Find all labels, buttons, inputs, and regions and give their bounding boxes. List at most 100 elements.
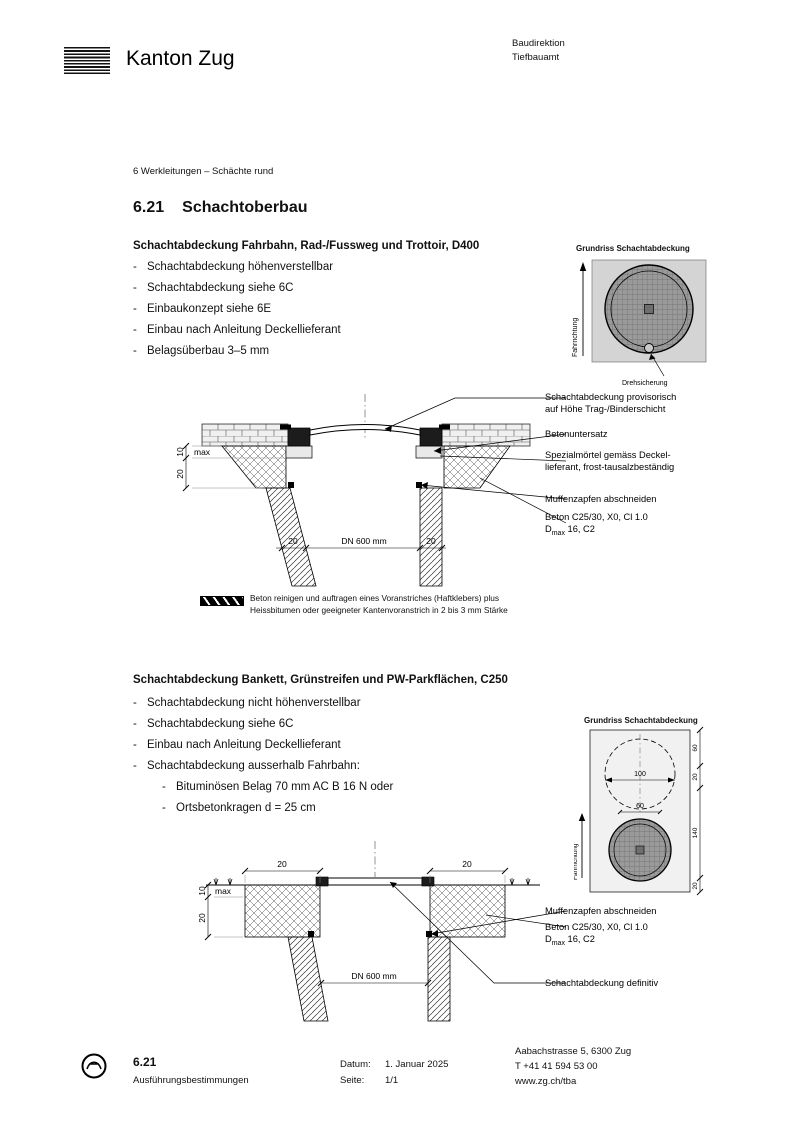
bullet-text: Einbau nach Anleitung Deckellieferant (147, 739, 341, 751)
plan2-dim-100 (605, 777, 675, 783)
bullet-text: Bituminösen Belag 70 mm AC B 16 N oder (176, 781, 394, 793)
plan2-dim-right-bottom: 20 (692, 882, 699, 890)
concrete-blocks (244, 884, 506, 938)
callout-leaders (389, 881, 567, 984)
plan2-right-dim-chain (696, 726, 704, 896)
plan2-dim-right-top: 60 (692, 744, 699, 752)
legend: Beton reinigen und auftragen eines Voran… (250, 593, 508, 616)
plan1-lock-leader (649, 353, 665, 377)
legend-hatch-icon (200, 596, 244, 606)
section2-bullets: Schachtabdeckung nicht höhenverstellbar … (133, 693, 361, 777)
footer-web: www.zg.ch/tba (515, 1076, 577, 1087)
plan2-dim-right-lower: 140 (692, 827, 699, 838)
callout-leaders (384, 397, 567, 524)
bullet-text: Schachtabdeckung siehe 6C (147, 718, 294, 730)
plan1-direction-label: Fahrrichtung (572, 318, 579, 357)
list-item: Einbaukonzept siehe 6E (133, 299, 341, 320)
list-item: Schachtabdeckung nicht höhenverstellbar (133, 693, 361, 714)
footer-page-label: Seite: (340, 1075, 365, 1086)
callout-line: Spezialmörtel gemäss Deckel- (545, 450, 671, 460)
callout-beton-spec-2: Beton C25/30, X0, Cl 1.0 Dmax 16, C2 (545, 922, 745, 949)
spec-sub: max (551, 939, 565, 947)
list-item: Belagsüberbau 3–5 mm (133, 341, 341, 362)
legend-line: Beton reinigen und auftragen eines Voran… (250, 593, 500, 603)
footer-address: Aabachstrasse 5, 6300 Zug (515, 1046, 632, 1057)
list-item: Schachtabdeckung ausserhalb Fahrbahn: (133, 756, 361, 777)
plan2-dim-horizontal-mid: 60 (636, 803, 644, 810)
dept-line-2: Tiefbauamt (512, 51, 560, 63)
cover-frame (315, 876, 435, 887)
footer-address-block: Aabachstrasse 5, 6300 Zug T +41 41 594 5… (515, 1044, 631, 1089)
callout-line: Beton C25/30, X0, Cl 1.0 (545, 512, 648, 522)
kanton-zug-logo (64, 47, 110, 74)
vertical-dim-chain (204, 881, 243, 941)
asphalt-layers (201, 423, 531, 447)
callout-line: Schachtabdeckung definitiv (545, 978, 659, 988)
spec-post: 16, C2 (564, 933, 595, 944)
spec-sub: max (551, 529, 565, 537)
top-dims (241, 867, 509, 883)
callout-line: Schachtabdeckung provisorisch (545, 392, 677, 402)
shaft-walls (287, 931, 451, 1022)
spec-post: 16, C2 (564, 523, 595, 534)
callout-muffenzapfen-2: Muffenzapfen abschneiden (545, 906, 745, 918)
dept-line-1: Baudirektion (512, 38, 565, 49)
list-item: Einbau nach Anleitung Deckellieferant (133, 320, 341, 341)
footer-doc-number: 6.21 (133, 1055, 157, 1069)
callout-line: Muffenzapfen abschneiden (545, 494, 657, 504)
dim-v2: 20 (197, 913, 207, 923)
callout-line: lieferant, frost-tausalzbeständig (545, 461, 675, 472)
plan1-title: Grundriss Schachtabdeckung (576, 244, 690, 253)
list-item: Schachtabdeckung höhenverstellbar (133, 257, 341, 278)
list-item: Ortsbetonkragen d = 25 cm (162, 798, 393, 819)
list-item: Bituminösen Belag 70 mm AC B 16 N oder (162, 777, 393, 798)
footer-doc-type: Ausführungsbestimmungen (133, 1075, 249, 1086)
list-item: Einbau nach Anleitung Deckellieferant (133, 735, 361, 756)
cross-section-drawing-1: 10 max 20 20 DN 600 mm 20 (175, 394, 567, 587)
section2-heading: Schachtabdeckung Bankett, Grünstreifen u… (133, 674, 508, 686)
spec-pre: D (545, 523, 552, 534)
dim-top-right: 20 (462, 859, 472, 869)
plan1-lock-label: Drehsicherung (622, 380, 668, 387)
callout-betonuntersatz: Betonuntersatz (545, 429, 745, 441)
callout-line: Beton C25/30, X0, Cl 1.0 (545, 922, 648, 932)
dim-top-left: 20 (277, 859, 287, 869)
dn-dim (317, 979, 432, 987)
footer-logo-icon (81, 1053, 107, 1079)
shaft-walls (265, 482, 443, 587)
dim-center: DN 600 mm (351, 971, 396, 981)
cross-section-drawing-2: 20 20 10 max 20 DN 600 mm (197, 841, 567, 1022)
bullet-text: Ortsbetonkragen d = 25 cm (176, 802, 316, 814)
breadcrumb: 6 Werkleitungen – Schächte rund (133, 166, 274, 177)
footer-date-value: 1. Januar 2025 (385, 1059, 449, 1070)
org-title: Kanton Zug (126, 47, 235, 70)
plan-drawing-2: 100 60 60 20 140 20 Fahrrichtung (574, 726, 704, 896)
dim-v1-label: max (215, 886, 232, 896)
callout-beton-spec: Beton C25/30, X0, Cl 1.0 Dmax 16, C2 (545, 512, 745, 539)
concrete-spec-line: Dmax 16, C2 (545, 934, 745, 949)
section1-heading: Schachtabdeckung Fahrbahn, Rad-/Fussweg … (133, 240, 480, 252)
dim-v2: 20 (175, 469, 185, 479)
dim-right: 20 (426, 536, 436, 546)
footer-phone: T +41 41 594 53 00 (515, 1061, 598, 1072)
callout-provisorisch: Schachtabdeckung provisorisch auf Höhe T… (545, 392, 745, 415)
concrete-masses (221, 445, 511, 489)
plan1-shapes (591, 259, 707, 363)
plan2-direction-label: Fahrrichtung (574, 843, 579, 880)
dim-v1-label: max (194, 447, 211, 457)
bullet-text: Schachtabdeckung siehe 6C (147, 282, 294, 294)
bullet-text: Einbaukonzept siehe 6E (147, 303, 272, 315)
plan2-title: Grundriss Schachtabdeckung (584, 716, 698, 725)
list-item: Schachtabdeckung siehe 6C (133, 278, 341, 299)
bullet-text: Einbau nach Anleitung Deckellieferant (147, 324, 341, 336)
bullet-text: Belagsüberbau 3–5 mm (147, 345, 270, 357)
callout-line: auf Höhe Trag-/Binderschicht (545, 403, 666, 414)
plan2-direction-arrow (578, 813, 586, 878)
plan-drawing-1: Fahrrichtung Drehsicherung (572, 259, 707, 387)
callout-spezialmoertel: Spezialmörtel gemäss Deckel- lieferant, … (545, 450, 745, 473)
plan2-dim-right-upper: 20 (692, 773, 699, 781)
horizontal-dim (276, 544, 446, 552)
page-title-text: Schachtoberbau (182, 199, 308, 216)
plan2-shapes (589, 729, 691, 893)
